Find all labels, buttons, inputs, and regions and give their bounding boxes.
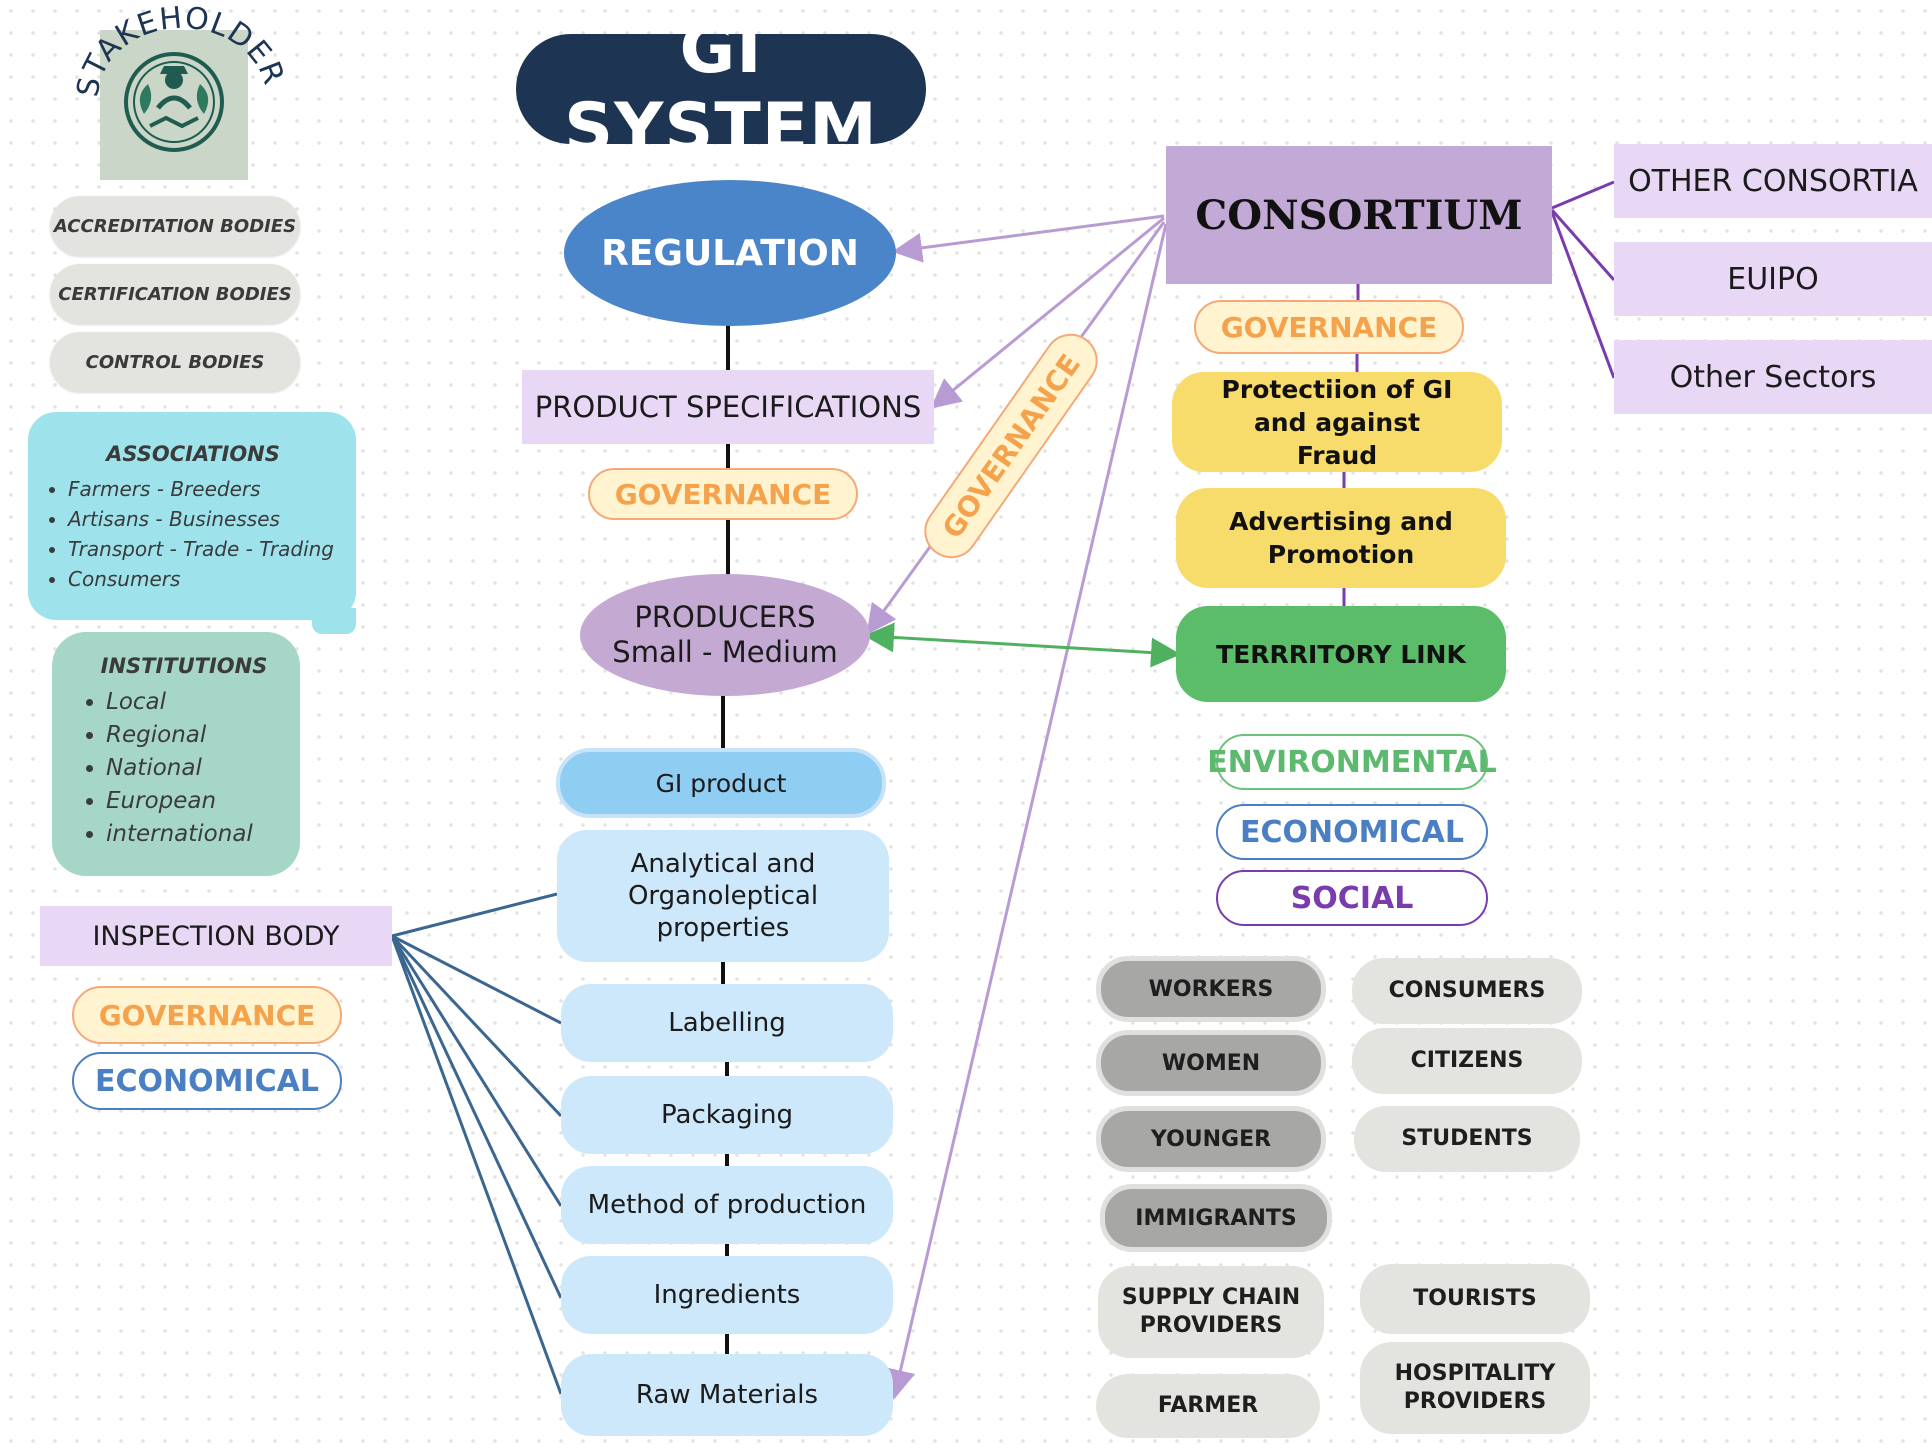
institutions-box: INSTITUTIONS Local Regional National Eur… (52, 632, 300, 876)
associations-box: ASSOCIATIONS Farmers - Breeders Artisans… (28, 412, 356, 620)
association-item: Farmers - Breeders (68, 474, 336, 504)
immigrants-pill: IMMIGRANTS (1100, 1184, 1332, 1252)
women-pill: WOMEN (1096, 1030, 1326, 1096)
institution-item: international (106, 818, 280, 851)
younger-pill: YOUNGER (1096, 1106, 1326, 1172)
product-specifications-node: PRODUCT SPECIFICATIONS (522, 370, 934, 444)
other-consortia-node: OTHER CONSORTIA (1614, 144, 1932, 218)
link-other-consortia (1551, 180, 1615, 210)
stakeholder-arc-text: STAKEHOLDER (71, 6, 290, 99)
social-badge: SOCIAL (1216, 870, 1488, 926)
gi-product-node: GI product (556, 748, 886, 818)
institution-item: Regional (106, 719, 280, 752)
institution-item: National (106, 752, 280, 785)
association-item: Consumers (68, 564, 336, 594)
packaging-node: Packaging (561, 1076, 893, 1154)
farmer-handshake-leaf-icon (124, 52, 224, 152)
inspection-body: INSPECTION BODY (40, 906, 392, 966)
farmer-pill: FARMER (1096, 1374, 1320, 1438)
stakeholder-logo (100, 30, 248, 180)
hospitality-pill: HOSPITALITY PROVIDERS (1360, 1342, 1590, 1434)
inspection-governance-badge: GOVERNANCE (72, 986, 342, 1044)
stakeholder-arc-label: STAKEHOLDER (71, 6, 290, 99)
center-governance-badge: GOVERNANCE (588, 468, 858, 520)
arrow-to-specs (930, 216, 1165, 409)
svg-text:STAKEHOLDER: STAKEHOLDER (71, 6, 290, 99)
consortium-governance-badge: GOVERNANCE (1194, 300, 1464, 354)
producers-node: PRODUCERS Small - Medium (580, 574, 870, 696)
inspection-economical-badge: ECONOMICAL (72, 1052, 342, 1110)
citizens-pill: CITIZENS (1352, 1028, 1582, 1094)
page-title: GI SYSTEM (516, 10, 926, 168)
associations-heading: ASSOCIATIONS (106, 442, 280, 466)
analytical-properties-node: Analytical and Organoleptical properties (557, 830, 889, 962)
association-item: Artisans - Businesses (68, 504, 336, 534)
supply-chain-pill: SUPPLY CHAIN PROVIDERS (1098, 1266, 1324, 1358)
associations-tail (312, 608, 356, 634)
consortium-node: CONSORTIUM (1166, 146, 1552, 284)
advertising-node: Advertising and Promotion (1176, 488, 1506, 588)
certification-bodies: CERTIFICATION BODIES (50, 264, 300, 324)
territory-link-node: TERRRITORY LINK (1176, 606, 1506, 702)
arrow-to-regulation (892, 214, 1165, 263)
link-euipo (1550, 209, 1616, 281)
institution-item: European (106, 785, 280, 818)
producers-label: PRODUCERS (634, 600, 816, 634)
students-pill: STUDENTS (1354, 1106, 1580, 1172)
workers-pill: WORKERS (1096, 956, 1326, 1022)
tourists-pill: TOURISTS (1360, 1264, 1590, 1334)
accreditation-bodies: ACCREDITATION BODIES (50, 196, 300, 256)
association-item: Transport - Trade - Trading (68, 534, 336, 564)
producers-size-label: Small - Medium (612, 635, 838, 669)
arrow-territory-link (864, 622, 1181, 668)
control-bodies: CONTROL BODIES (50, 332, 300, 392)
environmental-badge: ENVIRONMENTAL (1207, 734, 1497, 790)
economical-badge: ECONOMICAL (1216, 804, 1488, 860)
raw-materials-node: Raw Materials (561, 1354, 893, 1436)
inspection-fan (390, 892, 563, 1395)
method-of-production-node: Method of production (561, 1166, 893, 1244)
ingredients-node: Ingredients (561, 1256, 893, 1334)
consumers-pill: CONSUMERS (1352, 958, 1582, 1024)
labelling-node: Labelling (561, 984, 893, 1062)
regulation-node: REGULATION (564, 180, 896, 326)
protection-node: Protectiion of GI and against Fraud (1172, 372, 1502, 472)
arrow-to-raw-materials (885, 223, 1168, 1400)
other-sectors-node: Other Sectors (1614, 340, 1932, 414)
euipo-node: EUIPO (1614, 242, 1932, 316)
institution-item: Local (106, 686, 280, 719)
link-other-sectors (1550, 211, 1616, 379)
institutions-heading: INSTITUTIONS (100, 654, 268, 678)
